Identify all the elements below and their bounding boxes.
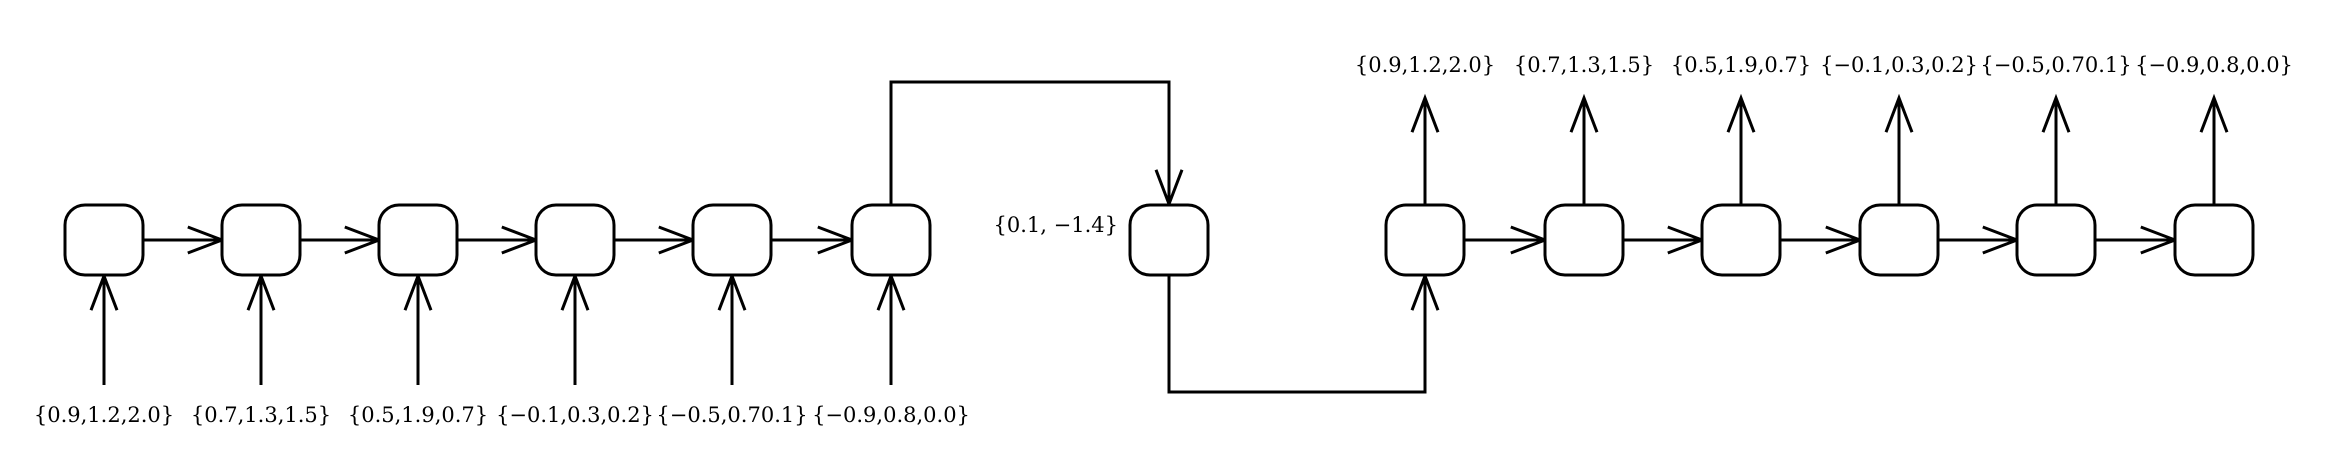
encoder-node xyxy=(220,203,302,277)
output-label: {0.7,1.3,1.5} xyxy=(1514,53,1654,77)
output-label: {−0.9,0.8,0.0} xyxy=(2135,53,2293,77)
arrowhead xyxy=(1884,93,1914,133)
context-to-decoder-arrow xyxy=(1167,275,1427,394)
labels: {0.9,1.2,2.0} {0.7,1.3,1.5} {0.5,1.9,0.7} {… xyxy=(34,53,2293,427)
input-label: {0.7,1.3,1.5} xyxy=(191,403,331,427)
encoder-to-context-arrow xyxy=(889,80,1171,205)
arrowhead xyxy=(1410,93,1440,133)
output-label: {−0.5,0.70.1} xyxy=(1980,53,2131,77)
decoder-node xyxy=(1858,203,1940,277)
arrowhead xyxy=(1569,93,1599,133)
encoder-node xyxy=(534,203,616,277)
nodes xyxy=(63,203,2255,277)
output-label: {−0.1,0.3,0.2} xyxy=(1820,53,1978,77)
decoder-node xyxy=(2015,203,2097,277)
encoder-node xyxy=(63,203,145,277)
input-label: {−0.5,0.70.1} xyxy=(656,403,807,427)
input-label: {0.9,1.2,2.0} xyxy=(34,403,174,427)
decoder-node xyxy=(2173,203,2255,277)
arrowhead xyxy=(2199,93,2229,133)
arrowhead xyxy=(1726,93,1756,133)
input-label: {0.5,1.9,0.7} xyxy=(348,403,488,427)
edges xyxy=(89,80,2229,394)
decoder-node xyxy=(1700,203,1782,277)
output-label: {0.5,1.9,0.7} xyxy=(1671,53,1811,77)
encoder-node xyxy=(377,203,459,277)
decoder-node xyxy=(1543,203,1625,277)
input-label: {−0.1,0.3,0.2} xyxy=(496,403,654,427)
encoder-node xyxy=(850,203,932,277)
context-label: {0.1, −1.4} xyxy=(994,213,1118,237)
arrowhead xyxy=(2041,93,2071,133)
encoder-node xyxy=(691,203,773,277)
context-node xyxy=(1128,203,1210,277)
output-label: {0.9,1.2,2.0} xyxy=(1355,53,1495,77)
decoder-node xyxy=(1384,203,1466,277)
input-label: {−0.9,0.8,0.0} xyxy=(812,403,970,427)
